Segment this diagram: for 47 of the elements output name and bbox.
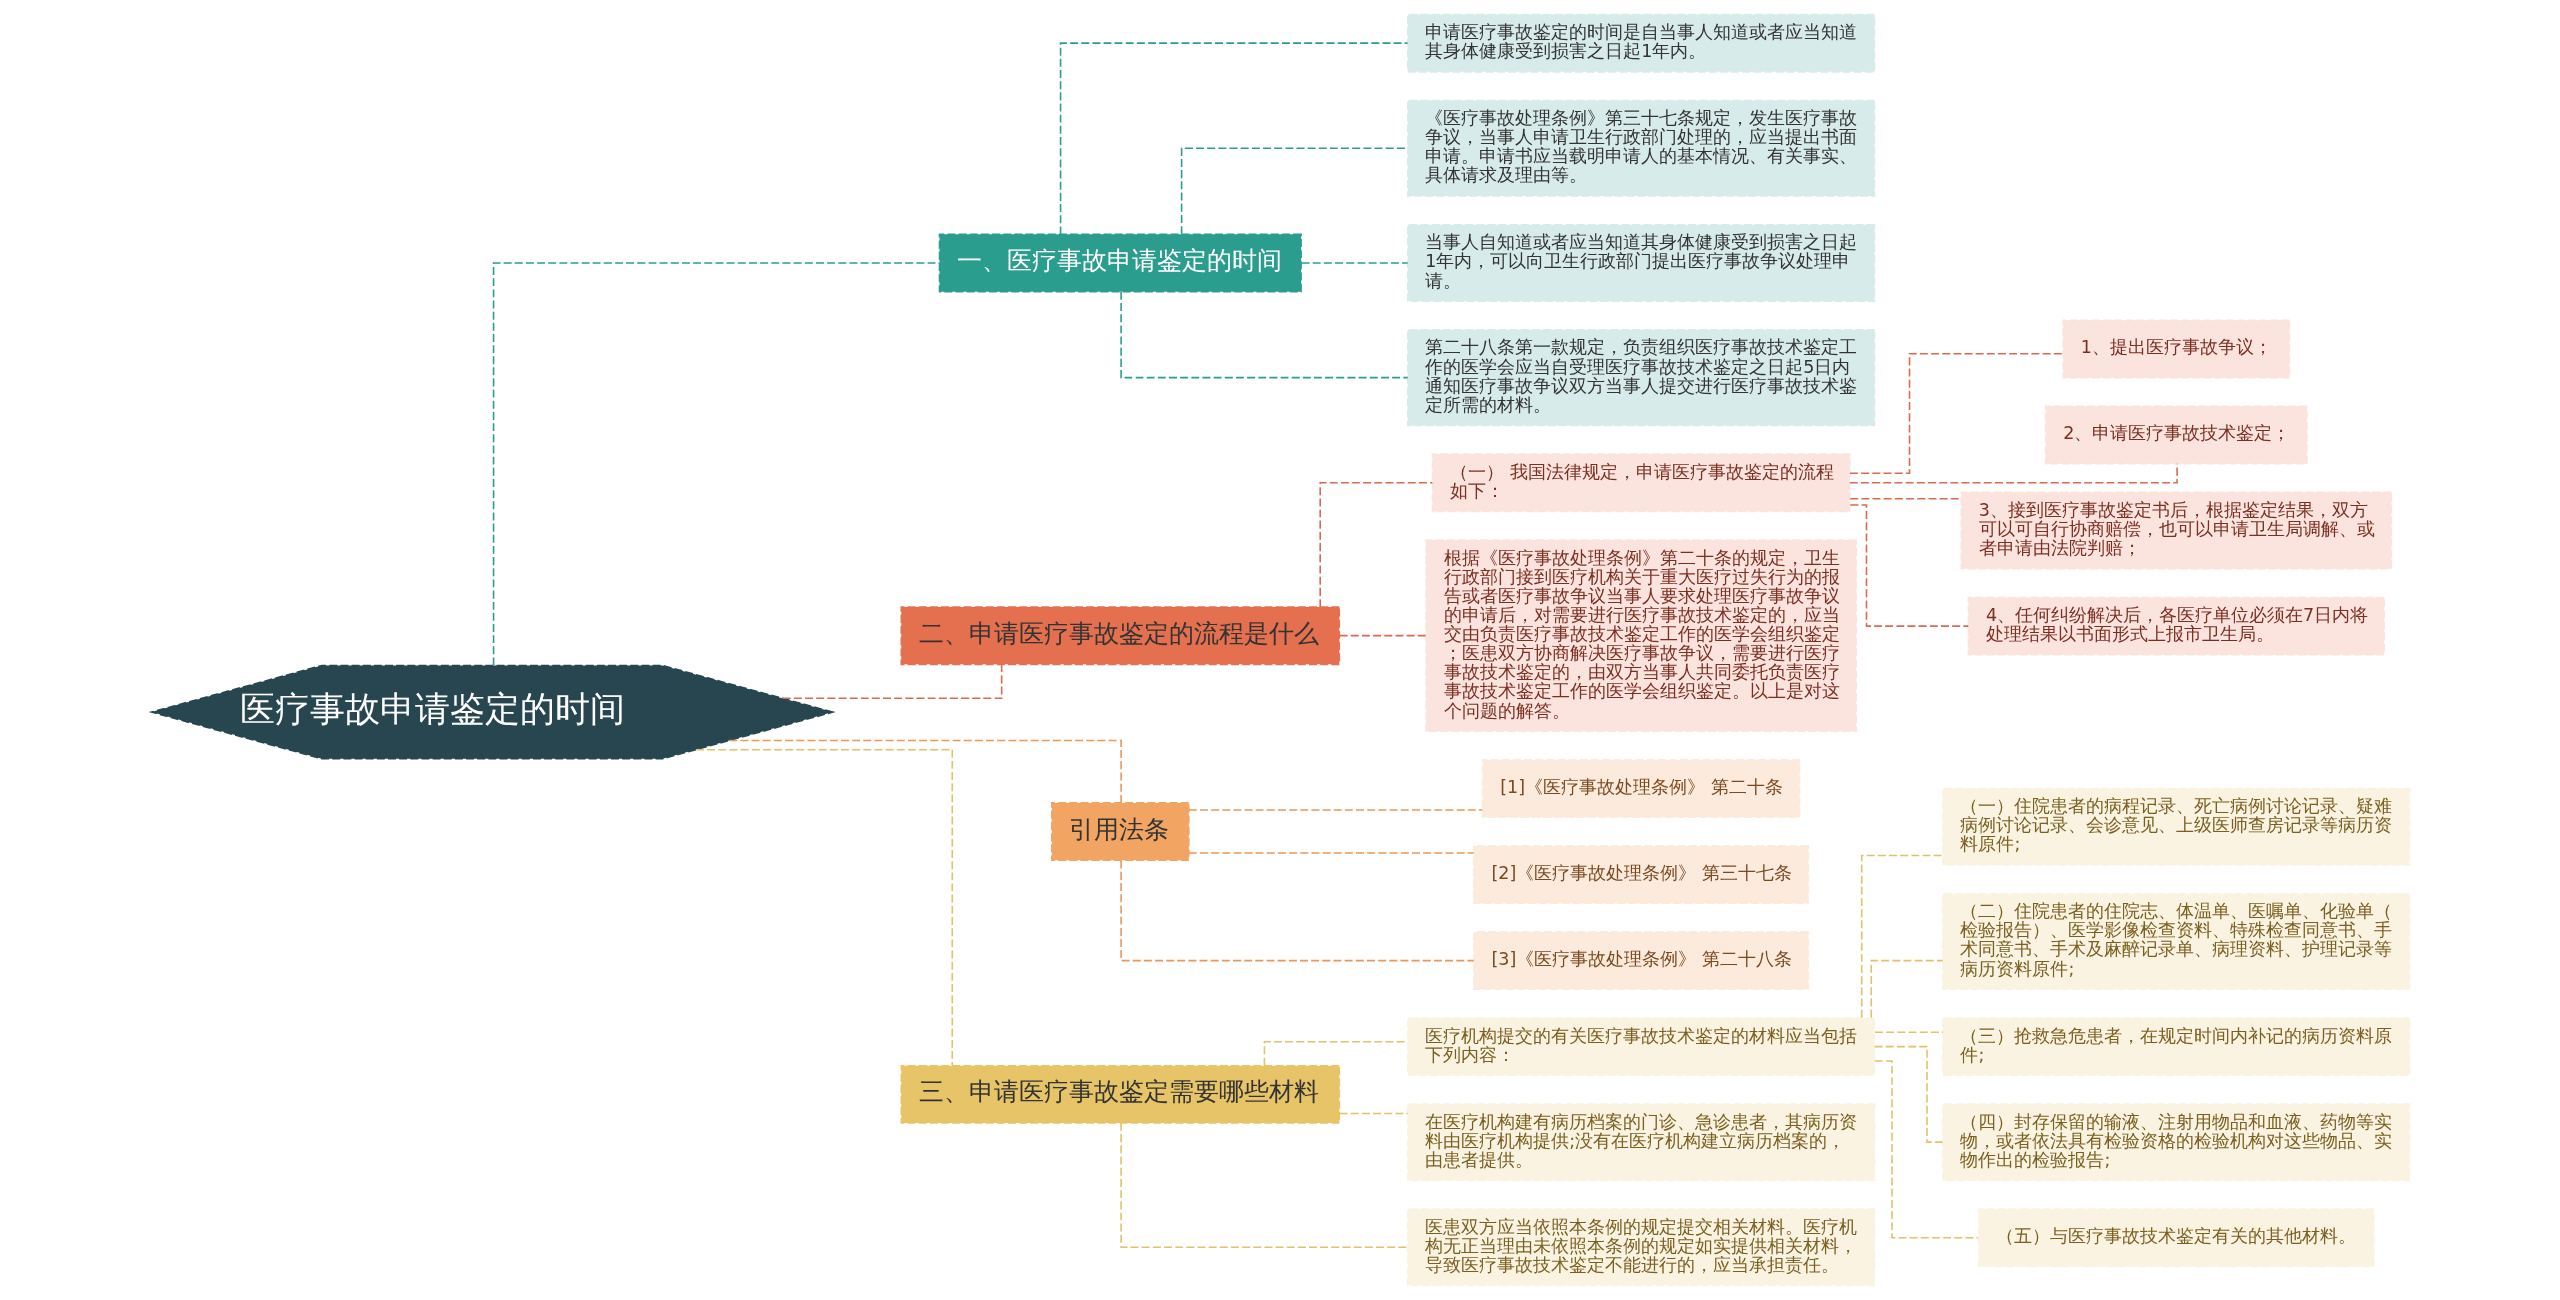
- connector: [694, 748, 953, 1067]
- node-box: [2]《医疗事故处理条例》 第三十七条: [1472, 845, 1809, 905]
- node-box: 《医疗事故处理条例》第三十七条规定，发生医疗事故争议，当事人申请卫生行政部门处理的，应当提出书面申请。申请书应当载明申请人的基本情况、有关事实、具体请求及理由等。: [1406, 99, 1875, 197]
- connector: [1119, 1122, 1409, 1249]
- node-box: 第二十八条第一款规定，负责组织医疗事故技术鉴定工作的医学会应当自受理医疗事故技术鉴定之日起5日内通知医疗事故争议双方当事人提交进行医疗事故技术鉴定所需的材料。: [1406, 329, 1875, 427]
- connector: [1263, 1041, 1408, 1067]
- node-box: （二）住院患者的住院志、体温单、医嘱单、化验单（检验报告）、医学影像检查资料、特殊检查同意书、手术同意书、手术及麻醉记录单、病理资料、护理记录等病历资料原件;: [1941, 892, 2410, 991]
- node-box: （三）抢救急危患者，在规定时间内补记的病历资料原件;: [1941, 1017, 2410, 1077]
- node-box: 一、医疗事故申请鉴定的时间: [938, 233, 1302, 293]
- connector: [1119, 291, 1409, 379]
- node-box: （一）住院患者的病程记录、死亡病例讨论记录、疑难病例讨论记录、会诊意见、上级医师查房记录等病历资料原件;: [1941, 787, 2410, 866]
- node-box: 申请医疗事故鉴定的时间是自当事人知道或者应当知道其身体健康受到损害之日起1年内。: [1406, 13, 1875, 73]
- node-box: 2、申请医疗事故技术鉴定；: [2044, 405, 2308, 465]
- node-box: 4、任何纠纷解决后，各医疗单位必须在7日内将处理结果以书面形式上报市卫生局。: [1967, 596, 2385, 656]
- node-box: 二、申请医疗事故鉴定的流程是什么: [900, 606, 1340, 666]
- connector: [1119, 860, 1475, 962]
- connector: [1860, 854, 1944, 1019]
- connector: [1873, 1031, 1944, 1034]
- connector: [1059, 42, 1408, 236]
- node-box: 3、接到医疗事故鉴定书后，根据鉴定结果，双方可以可自行协商赔偿，也可以申请卫生局调解、或者申请由法院判赔；: [1959, 491, 2392, 570]
- connector: [1848, 352, 2064, 474]
- connector: [1873, 1045, 1943, 1143]
- connector: [1873, 1060, 1979, 1239]
- node-box: 三、申请医疗事故鉴定需要哪些材料: [900, 1064, 1340, 1124]
- node-box: 医疗机构提交的有关医疗事故技术鉴定的材料应当包括下列内容：: [1406, 1017, 1875, 1077]
- node-box: [1]《医疗事故处理条例》 第二十条: [1481, 759, 1800, 819]
- connector: [1187, 809, 1483, 811]
- connector: [1849, 497, 1962, 500]
- connector: [1180, 147, 1408, 235]
- connector: [728, 739, 1122, 804]
- node-box: 1、提出医疗事故争议；: [2061, 319, 2290, 379]
- connector: [1300, 262, 1408, 264]
- connector: [1187, 852, 1474, 854]
- connector: [1338, 634, 1427, 637]
- connector: [1870, 959, 1944, 1019]
- node-box: 在医疗机构建有病历档案的门诊、急诊患者，其病历资料由医疗机构提供;没有在医疗机构建立病历档案的，由患者提供。: [1406, 1103, 1875, 1182]
- node-box: （四）封存保留的输液、注射用物品和血液、药物等实物，或者依法具有检验资格的检验机构对这些物品、实物作出的检验报告;: [1941, 1103, 2410, 1182]
- node-box: 当事人自知道或者应当知道其身体健康受到损害之日起1年内，可以向卫生行政部门提出医疗事故争议处理申请。: [1406, 223, 1875, 302]
- node-box: 医患双方应当依照本条例的规定提交相关材料。医疗机构无正当理由未依照本条例的规定如实提供相关材料，导致医疗事故技术鉴定不能进行的，应当承担责任。: [1406, 1208, 1875, 1287]
- connector: [1318, 481, 1433, 608]
- node-box: 根据《医疗事故处理条例》第二十条的规定，卫生行政部门接到医疗机构关于重大医疗过失行为的报告或者医疗事故争议当事人要求处理医疗事故争议的申请后，对需要进行医疗事故技术鉴定的，应当交由负责医疗事故技术鉴定工作的医学会组织鉴定；医患双方协商解决医疗事故争议，需要进行医疗事故技术鉴定的，由双方当事人共同委托负责医疗事故技术鉴定工作的医学会组织鉴定。以上是对这个问题的解答。: [1424, 539, 1857, 733]
- node-box: （一） 我国法律规定，申请医疗事故鉴定的流程如下：: [1431, 453, 1851, 513]
- connector: [1338, 1112, 1409, 1115]
- node-box: [3]《医疗事故处理条例》 第二十八条: [1472, 931, 1809, 991]
- connector: [1849, 504, 1969, 627]
- node-box: 引用法条: [1050, 802, 1190, 862]
- node-box: （五）与医疗事故技术鉴定有关的其他材料。: [1977, 1208, 2375, 1268]
